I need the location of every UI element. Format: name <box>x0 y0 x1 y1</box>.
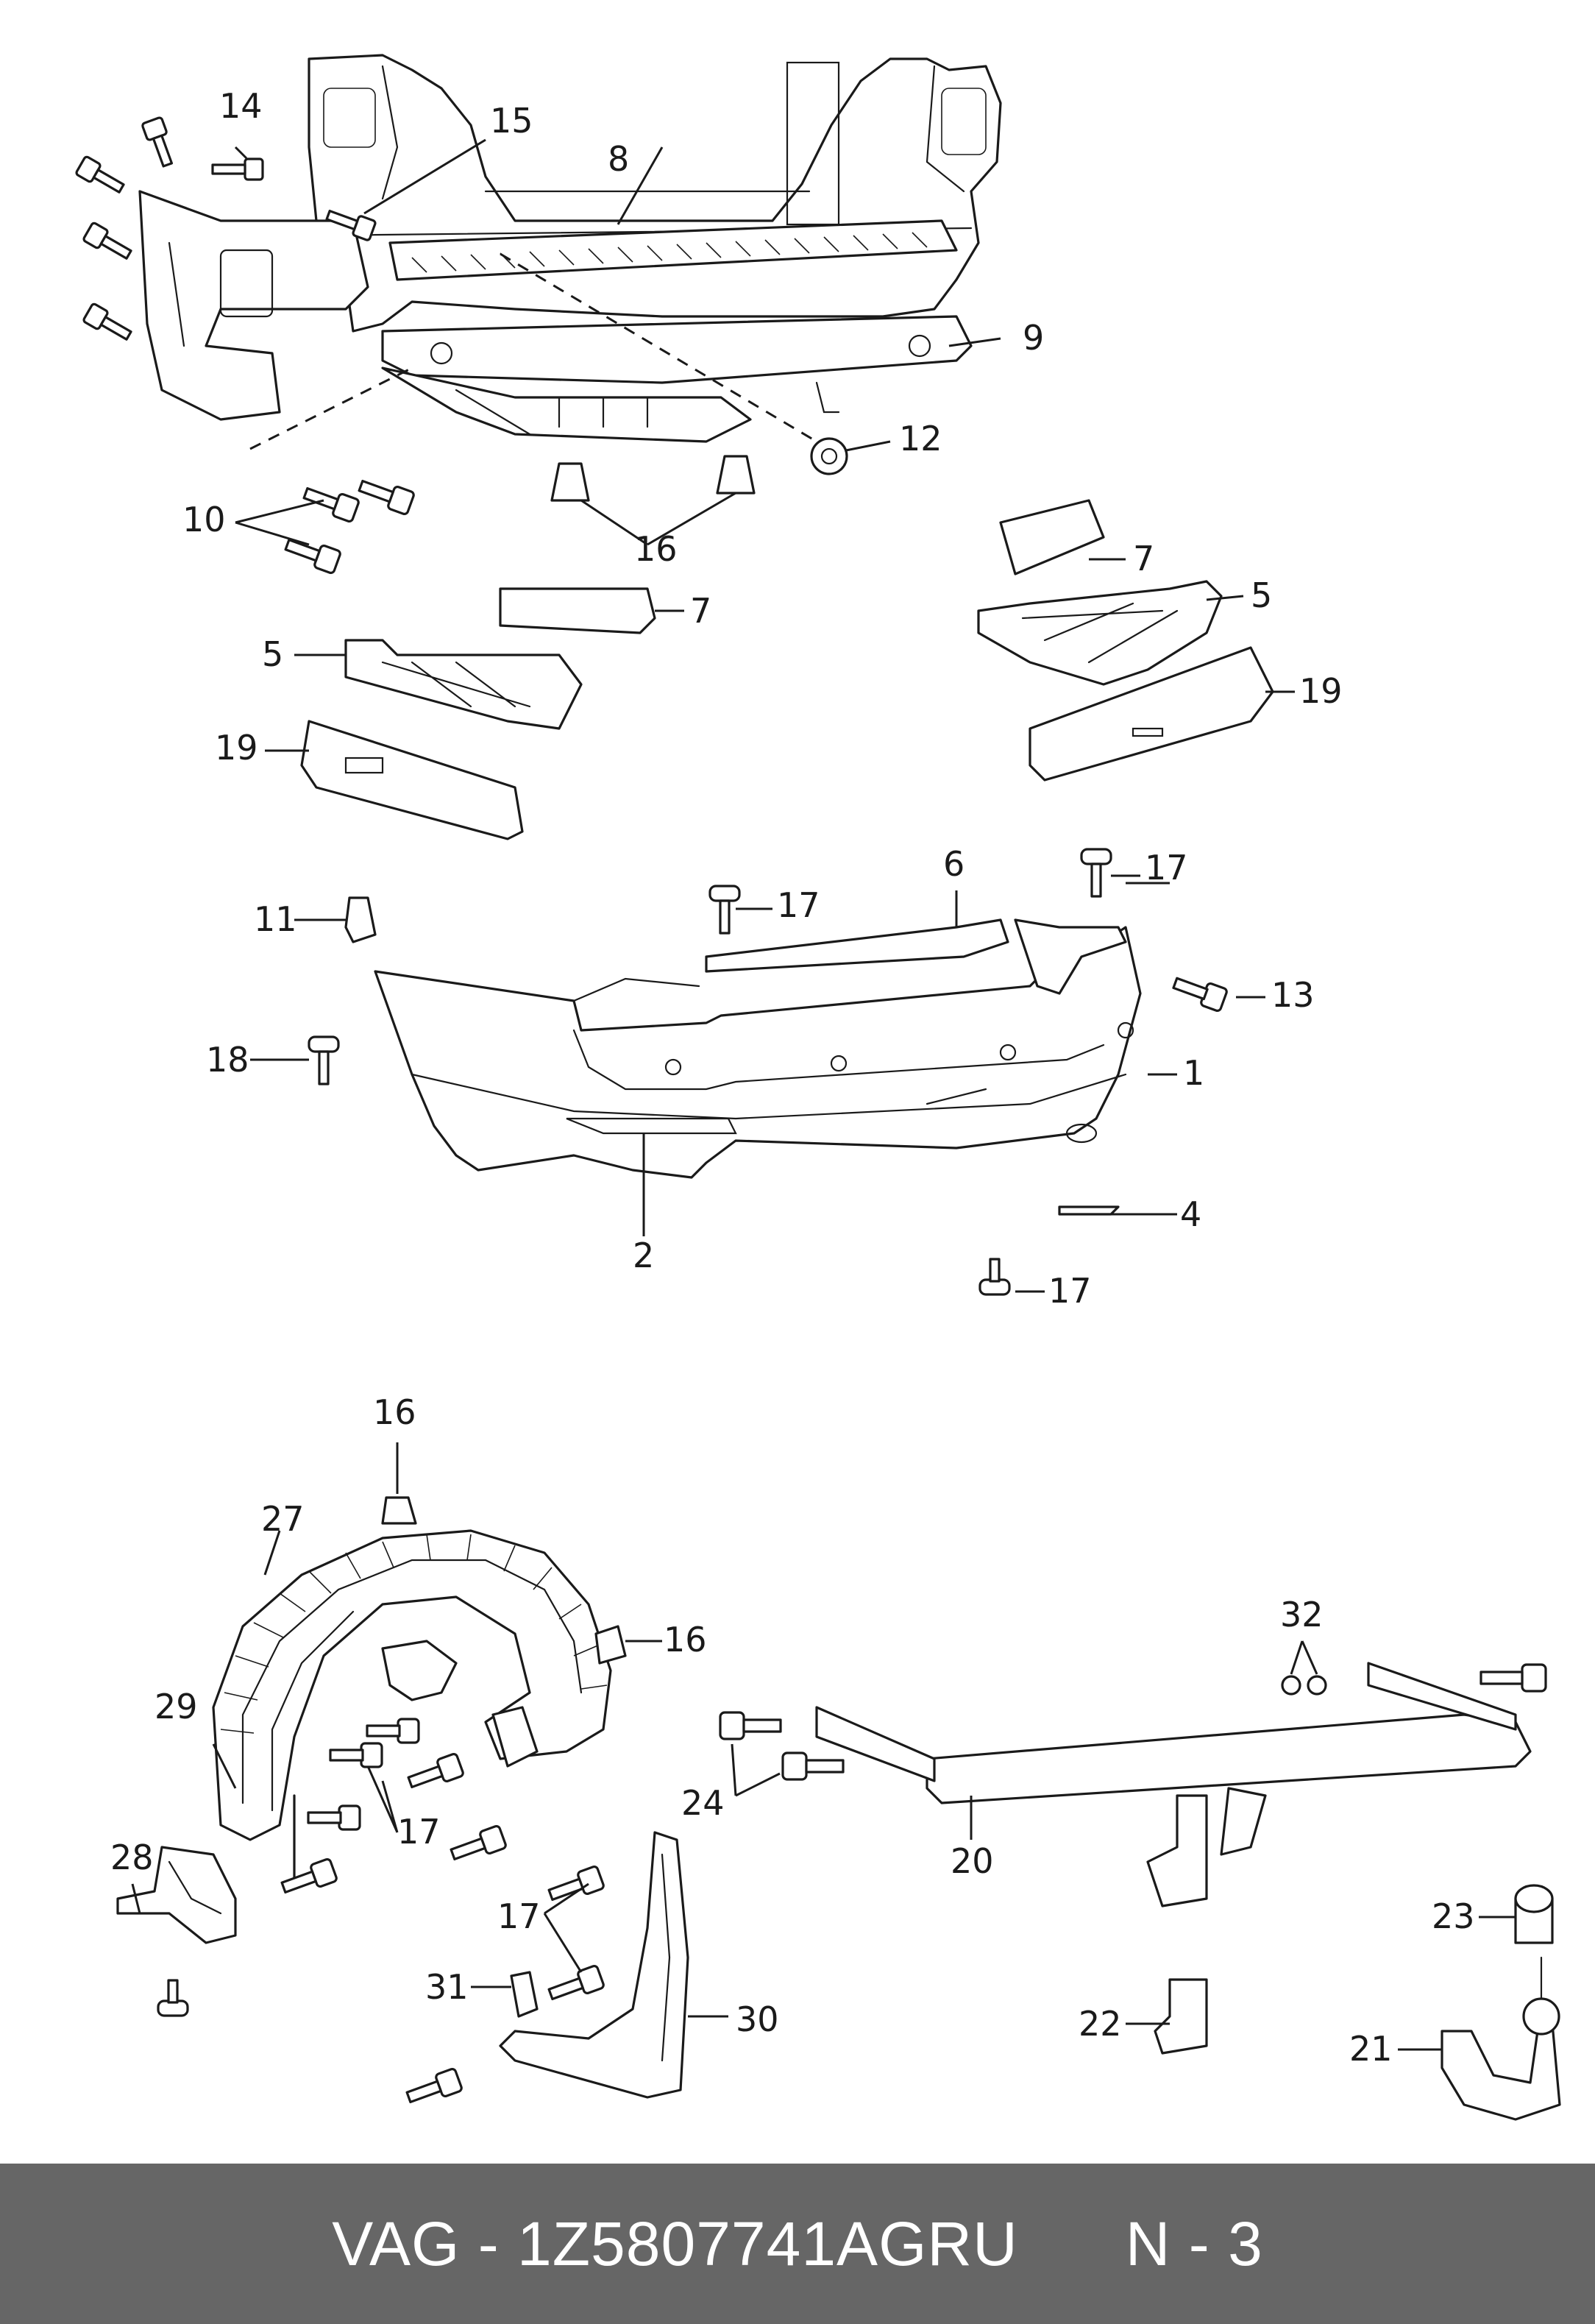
callout-8: 8 <box>608 139 629 179</box>
callout-20: 20 <box>951 1841 994 1881</box>
footer-part-number: 1Z5807741AGRU <box>517 2208 1018 2278</box>
callout-27: 27 <box>261 1499 305 1539</box>
callout-15: 15 <box>490 101 533 141</box>
callout-28: 28 <box>110 1838 154 1877</box>
assembly-lines-top <box>249 252 817 450</box>
callout-30: 30 <box>736 1999 779 2039</box>
footer-gap <box>1018 2209 1126 2278</box>
trim-7-right <box>999 499 1105 575</box>
callout-17-right: 17 <box>1145 848 1188 888</box>
screw-set-left <box>75 116 415 575</box>
nut-12 <box>810 437 848 475</box>
callout-7-left: 7 <box>690 591 711 631</box>
leader-lines <box>131 138 1516 2051</box>
bumper-fasteners <box>308 848 1228 1296</box>
wheel-housing-liner <box>212 1529 612 1885</box>
towbar-bolts-24 <box>719 1663 1547 1781</box>
callout-5-left: 5 <box>262 634 283 674</box>
callout-11: 11 <box>254 899 297 939</box>
callout-14: 14 <box>219 86 263 126</box>
callout-7-right: 7 <box>1133 539 1154 578</box>
callout-18: 18 <box>206 1040 249 1080</box>
left-side-bracket <box>138 190 369 421</box>
socket-22 <box>1154 1978 1208 2055</box>
bumper-cover <box>374 926 1142 1179</box>
callout-6: 6 <box>943 844 965 884</box>
callout-1: 1 <box>1183 1053 1204 1093</box>
footer-brand: VAG <box>332 2208 461 2278</box>
callout-17-liner: 17 <box>397 1812 441 1852</box>
tow-hook-21 <box>1441 1956 1561 2121</box>
callout-16-liner-top: 16 <box>373 1392 416 1432</box>
towbar-crossmember-20 <box>815 1662 1532 1907</box>
callout-12: 12 <box>899 419 942 458</box>
callout-19-left: 19 <box>215 728 258 768</box>
liner-fasteners <box>157 1496 627 2017</box>
callout-16-top: 16 <box>634 529 678 569</box>
callout-13: 13 <box>1271 975 1315 1015</box>
callout-24: 24 <box>681 1783 725 1823</box>
clips-16-top <box>550 455 756 502</box>
callout-10: 10 <box>182 500 226 539</box>
rear-end-trim-panel <box>388 219 958 281</box>
callout-29: 29 <box>154 1687 198 1726</box>
guide-5-left <box>344 639 583 730</box>
callout-2: 2 <box>633 1236 654 1275</box>
callout-19-right: 19 <box>1299 671 1343 711</box>
callout-5-right: 5 <box>1251 575 1272 615</box>
bracket-19-left <box>300 720 524 840</box>
spoiler-6 <box>572 918 1127 1002</box>
trim-7-left <box>499 587 656 634</box>
parts-exploded-diagram: 1 2 4 5 5 6 7 7 8 9 10 11 12 13 14 15 16… <box>75 54 1561 2121</box>
callout-9: 9 <box>1023 318 1044 358</box>
mudflap-fasteners <box>405 1865 605 2104</box>
guide-5-right <box>977 580 1223 686</box>
callout-17-bottom: 17 <box>1048 1271 1092 1311</box>
footer-caption: VAG - 1Z5807741AGRU N - 3 <box>332 2208 1263 2280</box>
callout-labels: 1 2 4 5 5 6 7 7 8 9 10 11 12 13 14 15 16… <box>110 86 1475 2069</box>
cap-23 <box>1514 1884 1554 1944</box>
bracket-28 <box>116 1846 237 1944</box>
footer-page: N - 3 <box>1125 2208 1263 2278</box>
rear-body-panel <box>308 54 1002 333</box>
callout-17-spoiler: 17 <box>777 885 820 925</box>
callout-23: 23 <box>1432 1896 1475 1936</box>
callout-16-liner-side: 16 <box>664 1620 707 1659</box>
callout-17-mudflap: 17 <box>497 1896 541 1936</box>
bracket-19-right <box>1029 646 1274 782</box>
callout-22: 22 <box>1079 2004 1122 2044</box>
footer-bar: VAG - 1Z5807741AGRU N - 3 <box>0 2164 1595 2324</box>
footer-separator: - <box>460 2208 518 2278</box>
callout-21: 21 <box>1349 2029 1393 2069</box>
mudflap-30 <box>499 1831 689 2099</box>
bumper-carrier <box>381 315 973 443</box>
callout-32: 32 <box>1280 1595 1324 1634</box>
callout-4: 4 <box>1180 1194 1201 1234</box>
callout-31: 31 <box>425 1967 469 2007</box>
